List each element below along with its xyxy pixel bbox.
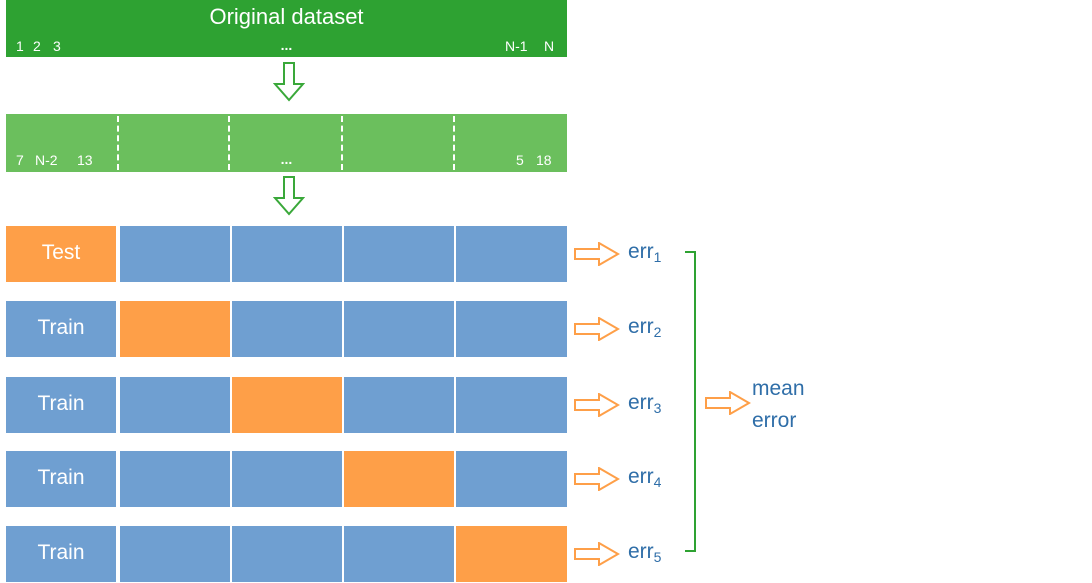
train-fold-cell [232, 526, 342, 582]
error-base: err [628, 465, 654, 488]
original-dataset-title: Original dataset [209, 4, 364, 29]
right-arrow-icon [574, 393, 620, 417]
error-subscript: 3 [653, 400, 662, 416]
fold-error-label: err5 [628, 540, 661, 565]
error-base: err [628, 240, 654, 263]
index-label: 13 [77, 152, 93, 168]
train-fold-cell: Train [6, 301, 116, 357]
fold-error-label: err1 [628, 240, 661, 265]
fold-divider [228, 116, 230, 170]
mean-error-label: mean error [752, 373, 805, 437]
fold-row-label: Train [37, 392, 85, 415]
right-arrow-icon [574, 242, 620, 266]
fold-error-label: err4 [628, 465, 661, 490]
mean-error-line2: error [752, 409, 797, 432]
right-arrow-icon [574, 467, 620, 491]
test-fold-cell [344, 451, 454, 507]
train-fold-cell: Train [6, 377, 116, 433]
train-fold-cell [120, 451, 230, 507]
fold-error-label: err2 [628, 315, 661, 340]
test-fold-cell [232, 377, 342, 433]
fold-divider [341, 116, 343, 170]
error-base: err [628, 540, 654, 563]
index-label: 1 [16, 38, 24, 54]
test-fold-cell [456, 526, 567, 582]
train-fold-cell [344, 226, 454, 282]
fold-divider [117, 116, 119, 170]
train-fold-cell [456, 301, 567, 357]
train-fold-cell [232, 301, 342, 357]
right-arrow-icon [574, 317, 620, 341]
error-base: err [628, 391, 654, 414]
train-fold-cell [232, 226, 342, 282]
index-label: N-1 [505, 38, 528, 54]
train-fold-cell [120, 226, 230, 282]
index-label: 3 [53, 38, 61, 54]
error-base: err [628, 315, 654, 338]
fold-error-label: err3 [628, 391, 661, 416]
mean-error-line1: mean [752, 377, 805, 400]
fold-row-label: Train [37, 466, 85, 489]
fold-divider [453, 116, 455, 170]
index-label: 2 [33, 38, 41, 54]
ellipsis: ... [280, 151, 293, 167]
down-arrow-icon [273, 62, 305, 102]
test-fold-cell [120, 301, 230, 357]
train-fold-cell [120, 526, 230, 582]
train-fold-cell [344, 526, 454, 582]
error-subscript: 1 [653, 249, 662, 265]
error-subscript: 4 [653, 474, 662, 490]
train-fold-cell: Train [6, 526, 116, 582]
error-subscript: 2 [653, 324, 662, 340]
fold-row-label: Test [41, 241, 81, 264]
original-dataset-bar: Original dataset 1 2 3 ... N-1 N [6, 0, 567, 57]
fold-row-label: Train [37, 541, 85, 564]
train-fold-cell [456, 451, 567, 507]
index-label: 18 [536, 152, 552, 168]
train-fold-cell [456, 226, 567, 282]
train-fold-cell: Train [6, 451, 116, 507]
train-fold-cell [120, 377, 230, 433]
error-subscript: 5 [653, 549, 662, 565]
right-arrow-icon [574, 542, 620, 566]
fold-row-label: Train [37, 316, 85, 339]
train-fold-cell [232, 451, 342, 507]
test-fold-cell: Test [6, 226, 116, 282]
index-label: N-2 [35, 152, 58, 168]
train-fold-cell [456, 377, 567, 433]
index-label: 5 [516, 152, 524, 168]
right-arrow-icon [705, 391, 751, 415]
ellipsis: ... [280, 37, 293, 53]
index-label: 7 [16, 152, 24, 168]
down-arrow-icon [273, 176, 305, 216]
train-fold-cell [344, 377, 454, 433]
shuffled-dataset-bar: 7 N-2 13 ... 5 18 [6, 114, 567, 172]
index-label: N [544, 38, 555, 54]
train-fold-cell [344, 301, 454, 357]
